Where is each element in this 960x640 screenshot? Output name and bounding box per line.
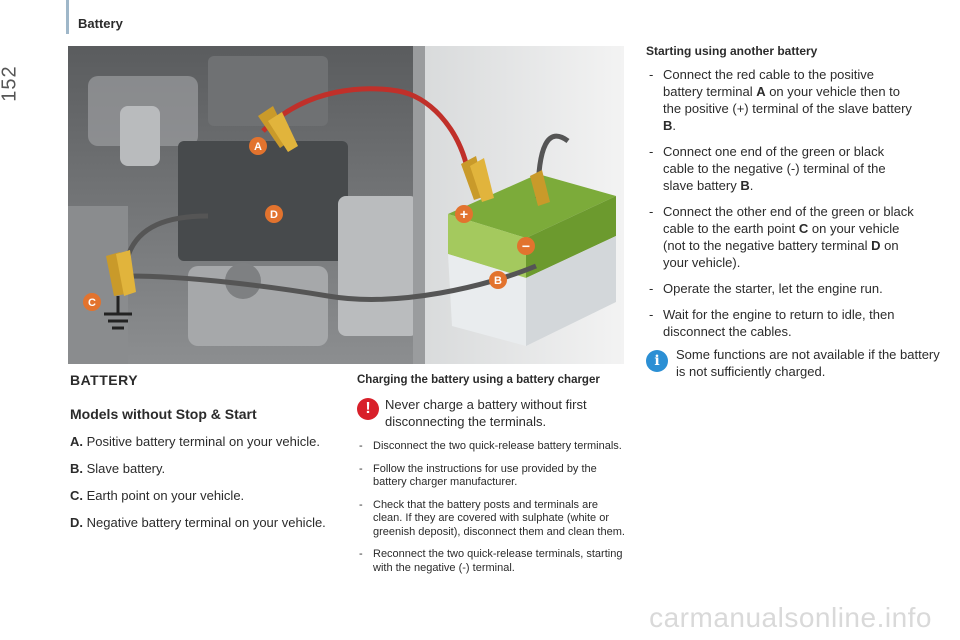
watermark: carmanualsonline.info	[649, 602, 932, 633]
warning-note: ! Never charge a battery without first d…	[357, 396, 627, 430]
reservoir	[120, 106, 160, 166]
callout-b: B	[489, 271, 507, 289]
red-cable	[261, 86, 471, 172]
warning-icon: !	[357, 398, 379, 420]
list-item: Follow the instructions for use provided…	[357, 463, 627, 490]
list-item: Operate the starter, let the engine run.	[646, 280, 916, 297]
heading-battery: BATTERY	[70, 372, 139, 388]
negative-terminal-marker	[517, 237, 535, 255]
definition-item: C. Earth point on your vehicle.	[70, 488, 245, 503]
list-item: Check that the battery posts and termina…	[357, 499, 627, 540]
jump-start-instructions: Starting using another battery Connect t…	[646, 44, 916, 349]
list-item: Connect the red cable to the positive ba…	[646, 66, 916, 134]
callout-a: A	[249, 137, 267, 155]
callout-d: D	[265, 205, 283, 223]
jump-start-illustration: + − A D B C	[68, 46, 624, 364]
engine-component	[338, 196, 418, 336]
list-item: Connect the other end of the green or bl…	[646, 203, 916, 271]
svg-text:D: D	[270, 209, 278, 221]
list-item: Connect one end of the green or black ca…	[646, 143, 916, 194]
positive-terminal-symbol: +	[460, 206, 468, 222]
positive-terminal-marker	[455, 205, 473, 223]
definition-item: B. Slave battery.	[70, 461, 166, 476]
charging-instructions: Charging the battery using a battery cha…	[357, 374, 627, 584]
clamp-earth	[104, 250, 136, 330]
list-item: Wait for the engine to return to idle, t…	[646, 306, 916, 340]
coolant-tank	[188, 266, 328, 346]
section-title: Battery	[78, 16, 123, 31]
svg-text:B: B	[494, 275, 502, 287]
clamp-red-vehicle	[258, 106, 298, 152]
heading-jump-start: Starting using another battery	[646, 44, 818, 58]
svg-text:C: C	[88, 297, 96, 309]
black-cable-segment	[125, 213, 209, 257]
callout-c: C	[83, 293, 101, 311]
negative-terminal-symbol: −	[522, 238, 530, 254]
definition-item: A. Positive battery terminal on your veh…	[70, 434, 321, 449]
heading-models: Models without Stop & Start	[70, 406, 257, 422]
list-item: Disconnect the two quick-release battery…	[357, 440, 627, 454]
clamp-black-slave	[530, 170, 550, 206]
clamp-red-slave	[461, 156, 494, 202]
page-number: 152	[0, 65, 21, 102]
heading-charging: Charging the battery using a battery cha…	[357, 374, 600, 386]
engine-component	[208, 56, 328, 126]
info-note: i Some functions are not available if th…	[646, 346, 946, 380]
section-marker	[66, 0, 69, 34]
vehicle-battery	[178, 141, 348, 261]
svg-text:A: A	[254, 141, 262, 153]
panel-edge	[413, 46, 425, 364]
info-icon: i	[646, 350, 668, 372]
list-item: Reconnect the two quick-release terminal…	[357, 548, 627, 575]
tank-cap	[225, 263, 261, 299]
battery-definitions: BATTERY Models without Stop & Start A. P…	[70, 372, 350, 542]
definition-item: D. Negative battery terminal on your veh…	[70, 515, 326, 530]
